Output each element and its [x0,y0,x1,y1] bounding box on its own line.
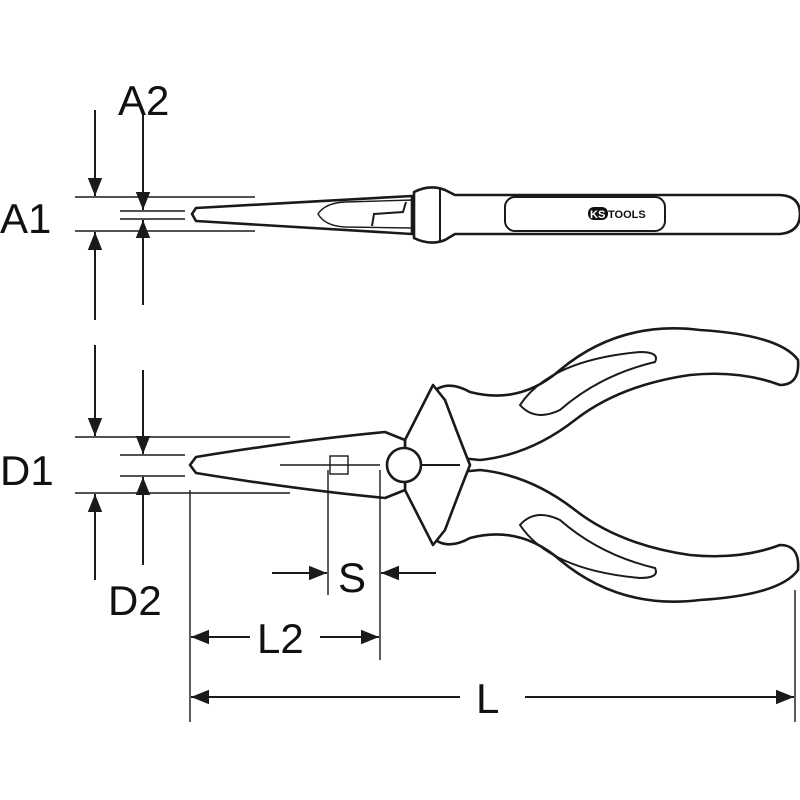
side-view-pliers [75,327,800,603]
svg-text:KS: KS [590,209,605,221]
label-a1: A1 [0,195,51,242]
label-d1: D1 [0,447,54,494]
label-l: L [476,675,499,722]
pivot-joint [385,446,423,484]
upper-handle-inset [518,350,657,416]
jaw-joint-step [371,201,407,227]
top-jaw [190,194,414,236]
lower-handle-inset [518,514,657,580]
ks-tools-logo: KS TOOLS [588,207,646,221]
label-l2: L2 [257,615,304,662]
handle-grip-inset [504,196,666,232]
jaw-bevel [317,199,413,229]
top-view-pliers: KS TOOLS [75,186,800,244]
lower-handle [428,468,800,603]
upper-handle [428,327,800,462]
cutter-section [329,455,349,475]
label-a2: A2 [118,77,169,124]
svg-text:TOOLS: TOOLS [608,209,646,221]
label-s: S [338,554,366,601]
label-d2: D2 [108,577,162,624]
